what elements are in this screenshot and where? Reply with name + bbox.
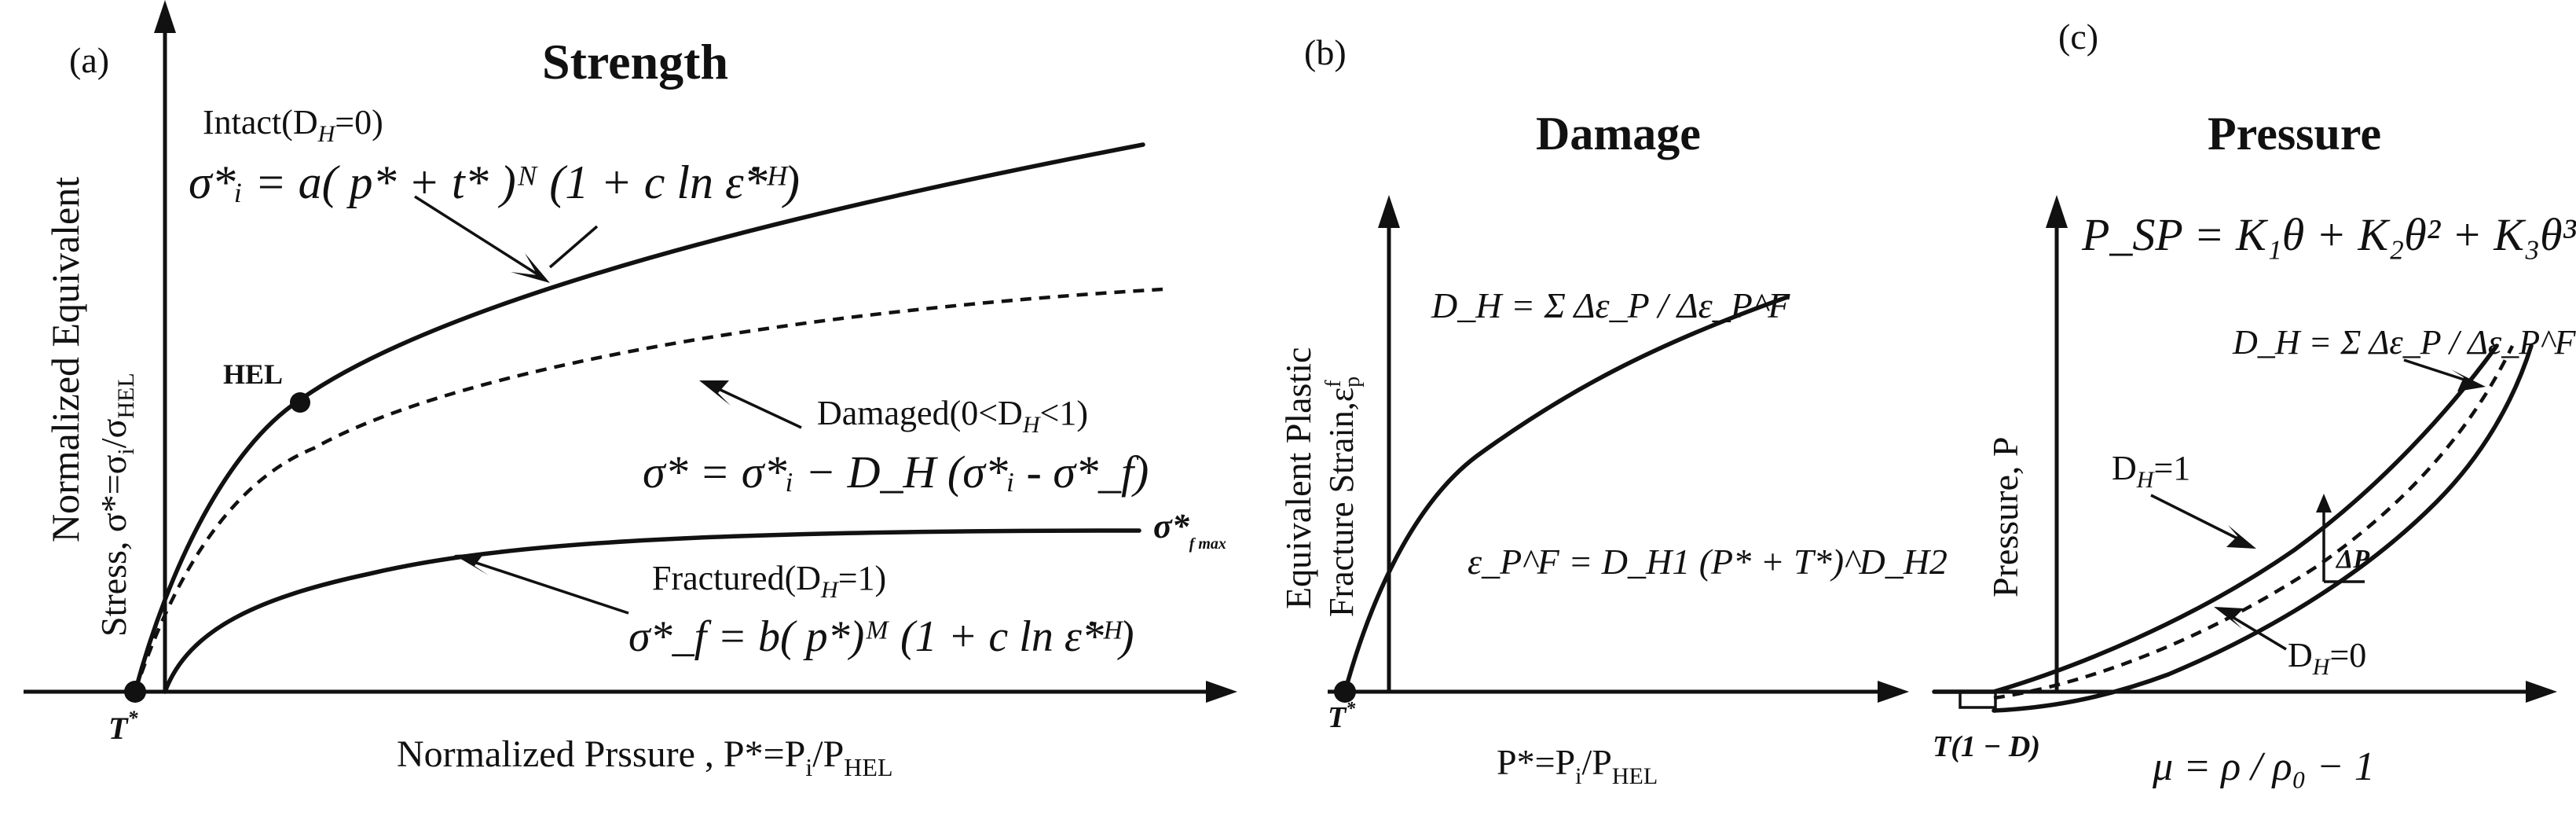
pressure-origin-bracket: [1959, 692, 1997, 709]
damage-y-label: Equivalent Plastic: [1278, 347, 1318, 609]
pressure-dh1-curve: [1932, 344, 2499, 694]
sigma-fmax-label: σ*f max: [1153, 507, 1226, 553]
strength-origin-point: [124, 681, 146, 703]
dh1-arrowhead: [2226, 525, 2256, 549]
damaged-arrowhead: [699, 380, 731, 406]
pressure-title: Pressure: [2208, 108, 2381, 160]
strength-ylabel-line1: Normalized Equivalent: [43, 177, 87, 542]
fractured-equation: σ*_f = b( p*)ᴹ (1 + c ln ε̇*ᴴ): [628, 612, 1134, 661]
damage-curve: [1343, 295, 1790, 694]
damaged-arrow-shaft: [706, 382, 802, 429]
pressure-dh1-label: DH=1: [2112, 449, 2190, 493]
pressure-dh0-curve: [1992, 344, 2534, 713]
damaged-label: Damaged(0<DH<1): [817, 394, 1088, 438]
damage-ylabel-line1: Equivalent Plastic: [1278, 347, 1318, 609]
damage-x-arrow: [1878, 681, 1909, 703]
intact-curve: [133, 142, 1145, 694]
strength-ylabel-line2: Stress, σ*=σi/σHEL: [93, 373, 139, 637]
damaged-equation: σ* = σ*ᵢ − D_H (σ*ᵢ - σ*_f): [643, 446, 1149, 498]
intact-arrowhead: [511, 253, 550, 283]
pressure-y-label: Pressure, P: [1985, 437, 2025, 597]
hel-point: [290, 392, 310, 413]
strength-y-label: Normalized Equivalent: [43, 177, 87, 542]
pressure-dh-arrowhead: [2451, 369, 2486, 391]
damage-title: Damage: [1536, 108, 1701, 160]
intact-arrow-shaft: [414, 195, 544, 280]
delta-p-arrowhead-up: [2316, 494, 2332, 513]
pressure-y-arrow: [2046, 195, 2068, 228]
delta-p-label: ΔP: [2335, 545, 2369, 574]
dh0-arrowhead: [2214, 607, 2244, 629]
damage-origin-label: T*: [1328, 699, 1356, 734]
pressure-ylabel-text: Pressure, P: [1985, 437, 2025, 597]
hel-label: HEL: [223, 358, 283, 390]
intact-equation: σ*ᵢ = a( p* + t* )ᴺ (1 + c ln ε̇*ᴴ): [189, 156, 800, 208]
damage-dh-equation: D_H = Σ Δε_P / Δε_P^F: [1431, 285, 1790, 325]
pressure-mid-curve: [1993, 345, 2515, 700]
pressure-dh-equation: D_H = Σ Δε_P / Δε_P^F: [2232, 323, 2576, 362]
strength-y-arrow: [154, 0, 176, 33]
strength-title: Strength: [542, 34, 728, 90]
fractured-label: Fractured(DH=1): [652, 559, 886, 603]
panel-pressure: (c) Pressure Pressure, P P_SP = K₁θ + K₂…: [1932, 17, 2576, 789]
damage-eps-equation: ε_P^F = D_H1 (P* + T*)^D_H2: [1468, 542, 1948, 582]
strength-origin-label: T*: [108, 707, 138, 746]
intact-label: Intact(DH=0): [203, 103, 383, 147]
panel-damage: (b) Damage T* Equivalent Plastic Fractur…: [1278, 32, 1948, 789]
damage-y-arrow: [1378, 195, 1400, 228]
damage-panel-tag: (b): [1304, 32, 1347, 72]
panel-strength: (a) Strength Normalized Equivalent Stres…: [24, 0, 1237, 781]
pressure-dh0-label: DH=0: [2288, 636, 2366, 680]
damage-origin-point: [1334, 681, 1356, 703]
pressure-psp-equation: P_SP = K₁θ + K₂θ² + K₃θ³: [2081, 209, 2576, 260]
damage-y-label-2: Fracture Strain,εpf: [1321, 377, 1365, 617]
damage-ylabel-line2: Fracture Strain,εpf: [1321, 377, 1365, 617]
strength-x-label: Normalized Prssure , P*=Pi/PHEL: [397, 733, 892, 781]
pressure-mu-equation: μ = ρ / ρ₀ − 1: [2152, 744, 2375, 789]
tension-label: T(1 − D): [1933, 730, 2040, 763]
fractured-arrow-shaft: [461, 557, 629, 615]
damaged-curve: [133, 287, 1163, 693]
intact-arrow-line: [548, 225, 599, 269]
damage-x-label: P*=Pi/PHEL: [1497, 742, 1658, 789]
strength-panel-tag: (a): [69, 40, 109, 80]
dh1-arrow-shaft: [2150, 494, 2246, 544]
strength-x-arrow: [1206, 681, 1237, 703]
fractured-curve: [163, 528, 1141, 694]
pressure-panel-tag: (c): [2058, 17, 2098, 57]
pressure-x-arrow: [2526, 681, 2557, 703]
strength-y-label-2: Stress, σ*=σi/σHEL: [93, 373, 139, 637]
fractured-arrowhead: [454, 553, 489, 575]
